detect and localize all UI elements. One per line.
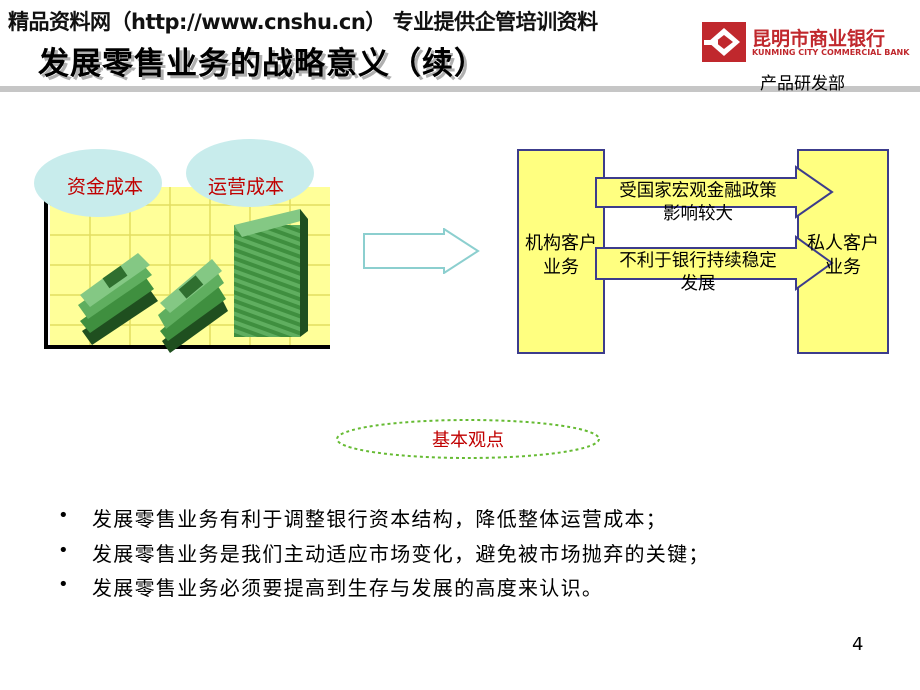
bubble-funding-cost bbox=[34, 149, 162, 217]
bullet-marker: • bbox=[58, 505, 69, 526]
bubble-funding-cost-label: 资金成本 bbox=[67, 176, 144, 198]
bubble-operating-cost-label: 运营成本 bbox=[208, 176, 285, 198]
policy-impact-arrow bbox=[595, 165, 834, 219]
viewpoint-label: 基本观点 bbox=[432, 430, 504, 451]
institutional-business-label-line2: 业务 bbox=[543, 257, 579, 278]
page-title-shadow: 发展零售业务的战略意义（续） bbox=[41, 49, 489, 85]
bullet-item-3: 发展零售业务必须要提高到生存与发展的高度来认识。 bbox=[92, 576, 604, 600]
money-stack-large bbox=[234, 209, 308, 337]
money-stack-medium bbox=[158, 259, 228, 353]
bubble-operating-cost bbox=[186, 139, 314, 207]
cost-illustration bbox=[34, 139, 330, 353]
policy-impact-line1: 受国家宏观金融政策 bbox=[619, 181, 777, 201]
stability-line1: 不利于银行持续稳定 bbox=[619, 251, 777, 271]
transition-arrow bbox=[363, 228, 480, 274]
bank-logo bbox=[702, 22, 746, 62]
stability-text: 不利于银行持续稳定 发展 bbox=[598, 250, 798, 296]
watermark-text: 精品资料网（http://www.cnshu.cn） 专业提供企管培训资料 bbox=[8, 10, 598, 34]
bullet-marker: • bbox=[58, 540, 69, 561]
retail-business-label: 私人客户 业务 bbox=[798, 232, 888, 280]
policy-impact-text: 受国家宏观金融政策 影响较大 bbox=[598, 180, 798, 226]
retail-business-label-line1: 私人客户 bbox=[807, 233, 879, 254]
title-divider bbox=[0, 86, 920, 92]
stability-arrow bbox=[595, 235, 834, 291]
viewpoint-oval bbox=[336, 419, 600, 459]
policy-impact-line2: 影响较大 bbox=[663, 204, 733, 224]
institutional-business-label: 机构客户 业务 bbox=[518, 232, 604, 280]
stability-line2: 发展 bbox=[680, 274, 716, 294]
department-label: 产品研发部 bbox=[760, 74, 845, 94]
bullet-marker: • bbox=[58, 574, 69, 595]
page-title: 发展零售业务的战略意义（续） bbox=[38, 46, 486, 82]
business-flow-diagram bbox=[517, 149, 889, 354]
page-number: 4 bbox=[852, 634, 864, 655]
bullet-item-2: 发展零售业务是我们主动适应市场变化，避免被市场抛弃的关键； bbox=[92, 542, 710, 566]
bullet-item-1: 发展零售业务有利于调整银行资本结构，降低整体运营成本； bbox=[92, 507, 668, 531]
bank-logo-name: 昆明市商业银行 bbox=[752, 28, 886, 50]
money-stack-small bbox=[78, 253, 158, 345]
retail-business-label-line2: 业务 bbox=[825, 257, 861, 278]
bank-logo-english: KUNMING CITY COMMERCIAL BANK bbox=[752, 48, 910, 57]
institutional-business-label-line1: 机构客户 bbox=[525, 233, 597, 254]
